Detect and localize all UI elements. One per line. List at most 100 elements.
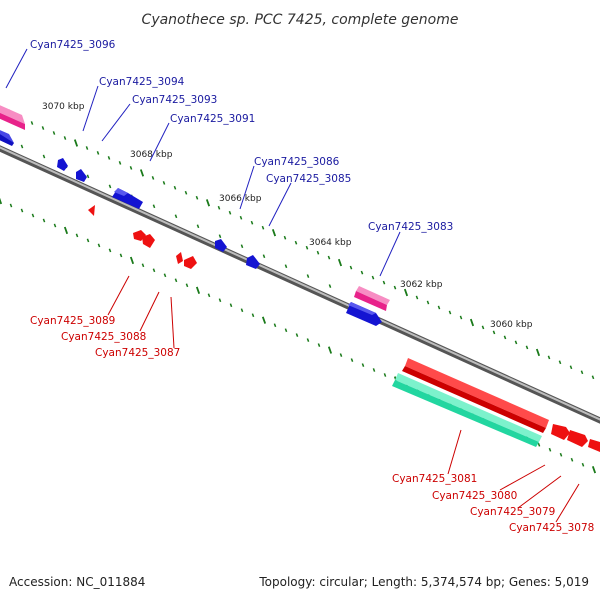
gene-label-3079[interactable]: Cyan7425_3079 — [470, 506, 555, 518]
scale-tick — [174, 278, 178, 283]
gene-label-3089[interactable]: Cyan7425_3089 — [30, 315, 115, 327]
scale-tick — [152, 268, 156, 273]
scale-tick — [207, 293, 211, 298]
scale-tick — [403, 288, 409, 297]
scale-tick — [591, 466, 597, 474]
scale-labels: 3070 kbp 3068 kbp 3066 kbp 3064 kbp 3062… — [42, 102, 533, 330]
scale-tick — [273, 323, 277, 328]
scale-tick — [119, 253, 123, 258]
scale-tick — [108, 184, 112, 189]
gene-feature[interactable] — [215, 239, 227, 252]
gene-label-3080[interactable]: Cyan7425_3080 — [432, 490, 517, 502]
scale-tick — [306, 338, 310, 342]
scale-tick — [174, 214, 178, 219]
scale-tick — [152, 204, 156, 209]
scale-tick — [75, 233, 79, 238]
gene-feature[interactable] — [0, 128, 14, 146]
scale-tick — [535, 348, 541, 357]
scale-tick — [118, 161, 122, 165]
scale-tick — [228, 210, 232, 215]
scale-tick — [20, 144, 24, 149]
scale-label-3068: 3068 kbp — [130, 150, 173, 160]
scale-tick — [337, 258, 343, 267]
scale-tick — [371, 275, 375, 280]
scale-tick — [42, 218, 46, 223]
gene-label-3088[interactable]: Cyan7425_3088 — [61, 331, 146, 343]
scale-tick — [283, 235, 287, 240]
scale-tick — [63, 226, 69, 235]
gene-feature[interactable] — [567, 430, 588, 447]
scale-tick — [63, 136, 67, 140]
scale-tick — [53, 223, 57, 228]
scale-tick — [271, 229, 277, 237]
gene-feature[interactable] — [76, 169, 87, 182]
scale-tick — [163, 273, 167, 278]
gene-label-3086[interactable]: Cyan7425_3086 — [254, 156, 340, 168]
scale-tick — [448, 310, 452, 315]
scale-tick — [558, 360, 562, 365]
scale-tick — [217, 205, 221, 210]
gene-label-3096[interactable]: Cyan7425_3096 — [30, 39, 116, 51]
scale-tick — [570, 457, 574, 462]
reverse-gene-labels: Cyan7425_3089 Cyan7425_3088 Cyan7425_308… — [30, 315, 594, 534]
scale-tick — [151, 176, 155, 180]
gene-feature[interactable] — [88, 205, 95, 216]
scale-tick — [514, 340, 518, 345]
gene-feature[interactable] — [57, 158, 68, 171]
scale-tick — [503, 335, 507, 340]
scale-tick — [96, 151, 100, 155]
gene-label-3081[interactable]: Cyan7425_3081 — [392, 473, 477, 485]
scale-tick — [591, 375, 595, 380]
scale-tick — [580, 370, 584, 375]
gene-feature[interactable] — [142, 234, 155, 248]
scale-ticks-outer — [7, 109, 595, 380]
gene-feature[interactable] — [176, 252, 183, 264]
scale-tick — [73, 139, 79, 147]
map-title: Cyanothece sp. PCC 7425, complete genome — [142, 12, 459, 28]
gene-feature[interactable] — [551, 424, 570, 440]
scale-tick — [426, 300, 430, 305]
gene-label-3083[interactable]: Cyan7425_3083 — [368, 221, 453, 233]
scale-tick — [559, 452, 563, 457]
scale-tick — [525, 345, 529, 350]
scale-tick — [317, 343, 321, 347]
scale-label-3060: 3060 kbp — [490, 320, 533, 330]
gene-label-3094[interactable]: Cyan7425_3094 — [99, 76, 185, 88]
scale-tick — [162, 181, 166, 185]
gene-label-3091[interactable]: Cyan7425_3091 — [170, 113, 255, 125]
scale-tick — [393, 285, 397, 290]
scale-tick — [86, 174, 90, 179]
gene-label-3085[interactable]: Cyan7425_3085 — [266, 173, 351, 185]
scale-tick — [262, 254, 266, 259]
genome-backbone — [0, 145, 600, 424]
scale-tick — [284, 264, 288, 269]
scale-tick — [195, 286, 201, 294]
scale-tick — [349, 265, 353, 270]
scale-tick — [218, 234, 222, 239]
gene-feature[interactable] — [402, 358, 549, 433]
scale-tick — [9, 203, 13, 208]
scale-tick — [20, 208, 24, 213]
gene-feature[interactable] — [392, 373, 542, 447]
scale-tick — [195, 195, 199, 200]
scale-tick — [251, 313, 255, 318]
scale-tick — [185, 283, 189, 288]
gene-feature[interactable] — [588, 439, 600, 452]
scale-tick — [328, 284, 332, 288]
gene-feature[interactable] — [354, 286, 390, 311]
scale-tick — [0, 197, 3, 205]
gene-feature[interactable] — [0, 103, 25, 130]
scale-label-3066: 3066 kbp — [219, 194, 262, 204]
gene-feature[interactable] — [246, 255, 260, 269]
gene-feature[interactable] — [346, 302, 382, 326]
scale-tick — [31, 213, 35, 218]
gene-feature[interactable] — [112, 188, 143, 209]
scale-tick — [548, 447, 552, 452]
gene-feature[interactable] — [184, 256, 197, 269]
gene-label-3078[interactable]: Cyan7425_3078 — [509, 522, 594, 534]
scale-tick — [306, 274, 310, 278]
gene-label-3093[interactable]: Cyan7425_3093 — [132, 94, 217, 106]
scale-tick — [218, 298, 222, 303]
scale-tick — [361, 363, 365, 367]
gene-label-3087[interactable]: Cyan7425_3087 — [95, 347, 180, 359]
